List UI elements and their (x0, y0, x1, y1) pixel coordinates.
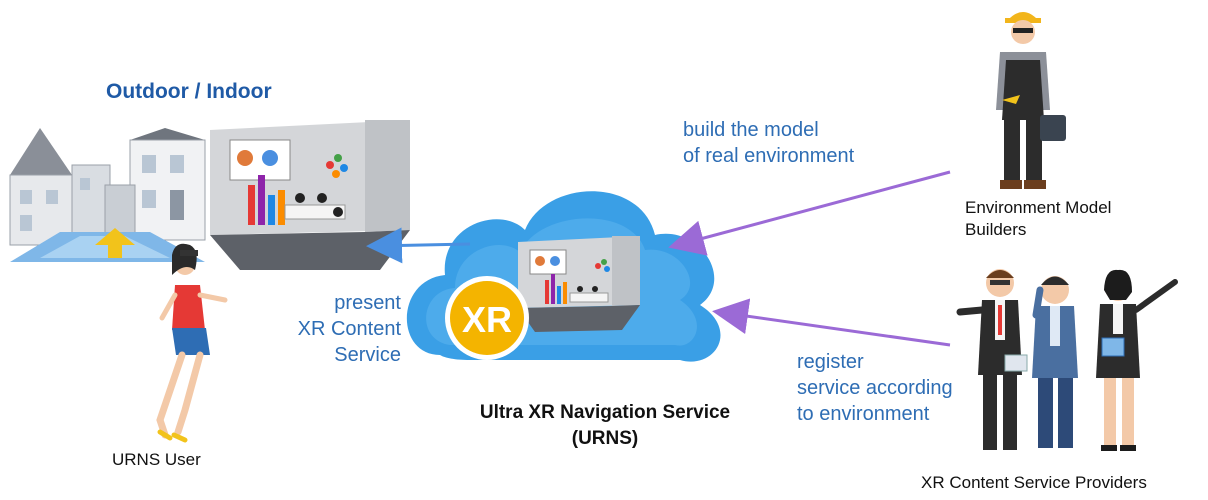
build-label: build the model of real environment (683, 117, 854, 169)
register-label-line-1: register (797, 351, 864, 373)
providers-label: XR Content Service Providers (921, 473, 1147, 492)
environment-builder-figure (996, 12, 1066, 189)
register-label-line-2: service according (797, 377, 953, 399)
present-label-line-2: XR Content (297, 318, 401, 340)
present-label-line-3: Service (334, 344, 401, 366)
register-service-arrow (712, 298, 951, 347)
builders-label-line-1: Environment Model (965, 198, 1112, 217)
build-label-line-1: build the model (683, 119, 819, 141)
build-label-line-2: of real environment (683, 145, 855, 167)
content-providers-figures (956, 269, 1178, 451)
user-label: URNS User (112, 450, 201, 469)
xr-badge-text: XR (462, 299, 512, 340)
service-name-line-2: (URNS) (571, 428, 639, 449)
cloud-room-illustration (518, 236, 640, 332)
service-name-line-1: Ultra XR Navigation Service (479, 402, 731, 423)
scene-label: Outdoor / Indoor (106, 80, 272, 103)
builders-label-line-2: Builders (965, 220, 1027, 239)
urns-user-figure (156, 243, 228, 443)
outdoor-street-illustration (9, 128, 206, 262)
service-name: Ultra XR Navigation Service (URNS) (415, 400, 795, 452)
xr-badge: XR (445, 276, 529, 360)
present-label-line-1: present (334, 292, 401, 314)
present-arrow (366, 227, 471, 264)
present-label: present (317, 290, 401, 316)
register-label-line-3: to environment (797, 403, 930, 425)
register-label: register service according to environmen… (797, 349, 953, 427)
builders-label: Environment Model Builders (965, 197, 1111, 241)
indoor-room-illustration (210, 120, 410, 270)
build-model-arrow (668, 170, 951, 256)
